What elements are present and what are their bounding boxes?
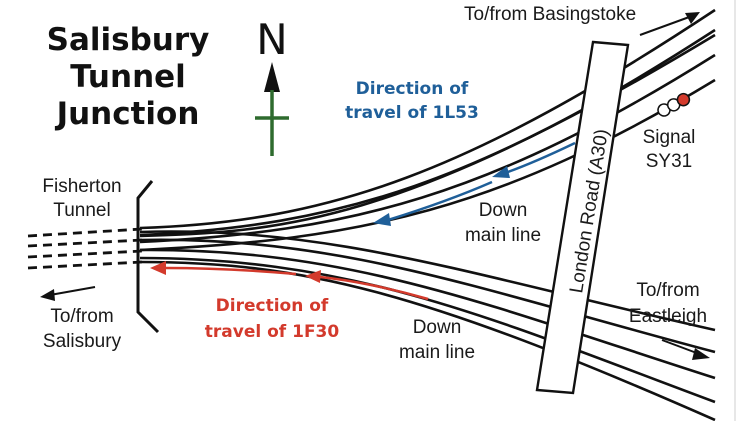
title-line-1: Salisbury [47,22,210,58]
salisbury-arrow-icon [40,286,96,301]
eastleigh-arrow-icon [661,339,710,360]
down-main-lower-2: main line [399,342,475,363]
title-line-2: Tunnel [70,59,186,95]
red-direction-label-2: travel of 1F30 [205,322,340,342]
blue-direction-arrow-icon [373,141,576,226]
down-main-lower-1: Down [413,317,462,338]
tracks-basingstoke [139,8,716,252]
fisherton-label-1: Fisherton [42,176,121,197]
north-letter: N [256,15,287,64]
eastleigh-label-1: To/from [636,280,699,301]
diagram-title: Salisbury Tunnel Junction [47,22,210,132]
signal-label-1: Signal [643,127,696,148]
north-arrowhead [264,62,280,92]
signal-icon [657,92,691,117]
blue-direction-label-2: travel of 1L53 [345,103,479,123]
title-line-3: Junction [55,96,200,132]
basingstoke-arrow-icon [639,12,700,36]
fisherton-label-2: Tunnel [53,200,110,221]
red-direction-arrow-icon [150,261,429,301]
tunnel-tracks [27,227,143,270]
red-direction-label-1: Direction of [216,296,329,316]
salisbury-label-2: Salisbury [43,331,122,352]
north-arrow-icon: N [255,15,289,156]
basingstoke-label: To/from Basingstoke [464,4,636,25]
london-road-bridge: London Road (A30) [535,40,630,395]
tracks-eastleigh [139,230,716,421]
down-main-upper-2: main line [465,225,541,246]
signal-label-2: SY31 [646,151,692,172]
salisbury-label-1: To/from [50,306,113,327]
down-main-upper-1: Down [479,200,528,221]
blue-direction-label-1: Direction of [356,79,469,99]
tunnel-portal [136,180,160,334]
eastleigh-label-2: Eastleigh [629,306,707,327]
